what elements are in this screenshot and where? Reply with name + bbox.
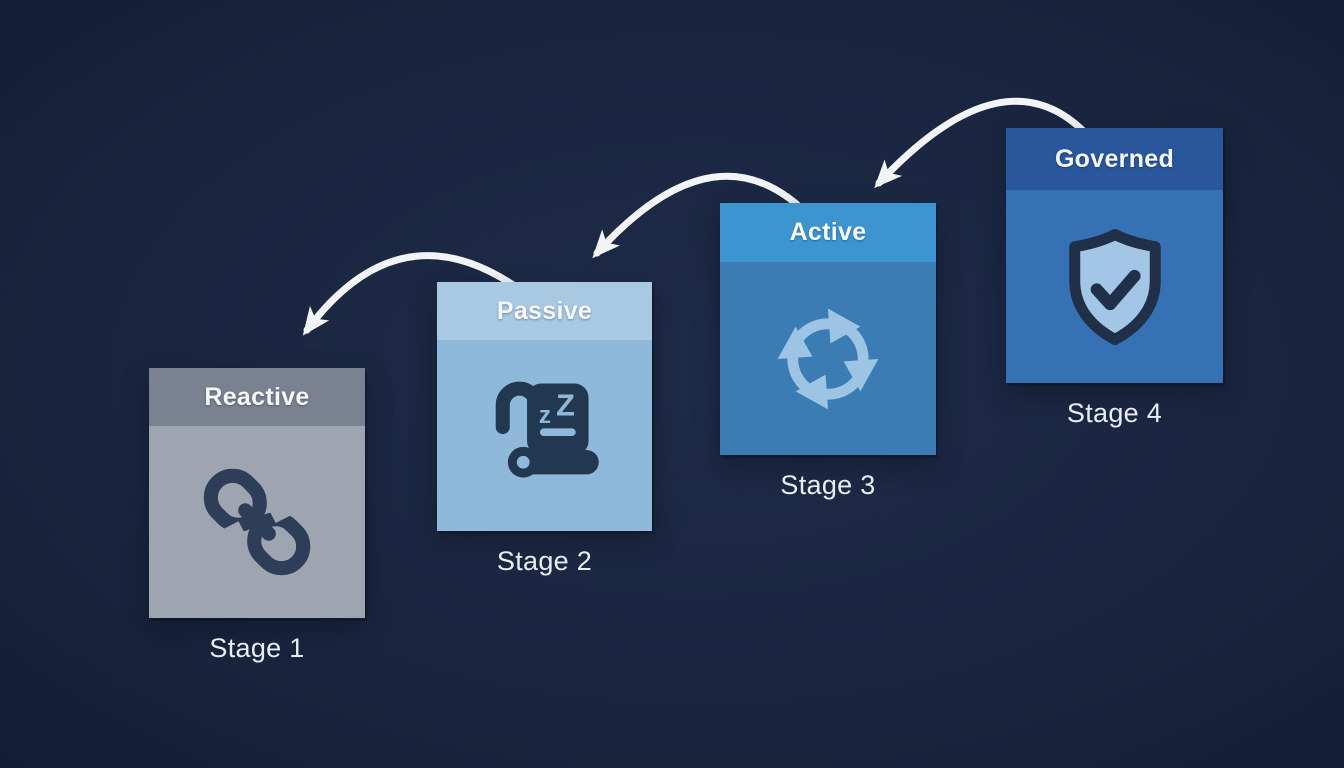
stage-3-group: Active Stage 3 bbox=[720, 203, 936, 501]
stage-1-card: Reactive bbox=[149, 368, 365, 618]
shield-check-icon bbox=[1068, 228, 1161, 345]
stage-2-label: Stage 2 bbox=[496, 546, 593, 576]
stage-1-header: Reactive bbox=[149, 368, 365, 426]
stage-3-header: Active bbox=[720, 203, 936, 262]
stage-4-header: Governed bbox=[1006, 128, 1223, 190]
stage-3-body bbox=[720, 262, 936, 455]
stage-1-label: Stage 1 bbox=[209, 633, 305, 663]
stage-2-header: Passive bbox=[437, 282, 652, 340]
stage-3-card: Active bbox=[720, 203, 936, 455]
cycle-arrows-icon bbox=[768, 308, 888, 419]
svg-text:z: z bbox=[538, 402, 550, 429]
curved-arrow-to-stage-1-icon bbox=[302, 252, 544, 336]
stage-4-body bbox=[1006, 190, 1223, 383]
curved-arrow-to-stage-3-icon bbox=[874, 97, 1096, 189]
stage-1-group: Reactive Stage 1 bbox=[149, 368, 365, 664]
stage-4-card: Governed bbox=[1006, 128, 1223, 383]
stage-2-body: z Z bbox=[437, 340, 652, 531]
stage-3-label: Stage 3 bbox=[780, 470, 876, 500]
sleeping-scroll-icon: z Z bbox=[495, 381, 599, 478]
curved-arrow-to-stage-2-icon bbox=[592, 172, 819, 259]
stage-1-body bbox=[149, 426, 365, 618]
broken-chain-icon bbox=[203, 468, 311, 576]
stage-4-label: Stage 4 bbox=[1066, 398, 1163, 428]
stage-2-group: Passive z Z Stage 2 bbox=[437, 282, 652, 577]
stage-2-card: Passive z Z bbox=[437, 282, 652, 531]
svg-text:Z: Z bbox=[556, 387, 575, 422]
stage-4-group: Governed Stage 4 bbox=[1006, 128, 1223, 429]
